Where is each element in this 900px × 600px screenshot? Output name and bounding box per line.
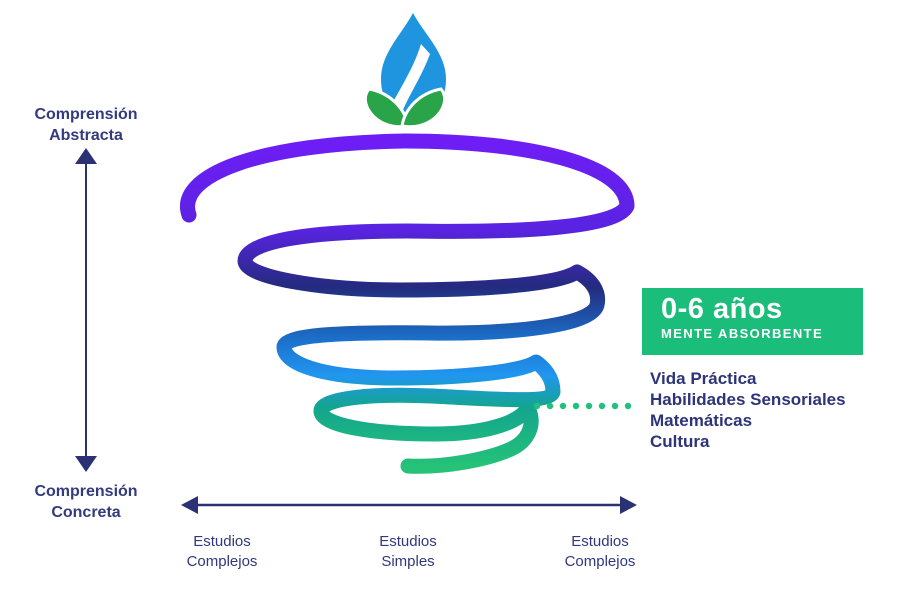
age-range-title: 0-6 años	[661, 293, 783, 325]
curriculum-area-item: Habilidades Sensoriales	[650, 390, 846, 409]
spiral-curve	[180, 133, 635, 474]
axis-label-line: Comprensión	[34, 483, 138, 500]
leaf-left-icon	[364, 87, 410, 129]
leaf-right-icon	[400, 87, 446, 129]
axis-label-line: Concreta	[51, 504, 121, 521]
curriculum-area-item: Matemáticas	[650, 411, 753, 430]
axis-label-line: Complejos	[564, 553, 636, 570]
axis-label-line: Estudios	[379, 533, 437, 550]
axis-label-line: Comprensión	[34, 106, 138, 123]
arrowhead-up-icon	[75, 148, 97, 164]
stage-card: 0-6 años MENTE ABSORBENTE	[642, 288, 863, 355]
dotted-connector-line	[533, 402, 632, 410]
curriculum-areas-list: Vida Práctica Habilidades Sensoriales Ma…	[650, 368, 846, 452]
curriculum-area-item: Cultura	[650, 432, 710, 451]
curriculum-area-item: Vida Práctica	[650, 369, 757, 388]
arrowhead-right-icon	[620, 496, 637, 514]
axis-label-line: Estudios	[571, 533, 629, 550]
arrowhead-down-icon	[75, 456, 97, 472]
axis-label-comprension-concreta: Comprensión Concreta	[6, 481, 166, 523]
vertical-axis-arrow	[75, 148, 97, 472]
axis-label-line: Abstracta	[49, 127, 123, 144]
axis-label-estudios-simples: Estudios Simples	[333, 532, 483, 572]
flame-inner-highlight	[391, 44, 430, 112]
axis-label-line: Estudios	[193, 533, 251, 550]
axis-label-estudios-complejos-right: Estudios Complejos	[525, 532, 675, 572]
horizontal-axis-arrow	[181, 496, 637, 514]
axis-label-estudios-complejos-left: Estudios Complejos	[147, 532, 297, 572]
axis-label-line: Simples	[381, 553, 435, 570]
arrowhead-left-icon	[181, 496, 198, 514]
axis-label-line: Complejos	[186, 553, 258, 570]
axis-label-comprension-abstracta: Comprensión Abstracta	[6, 104, 166, 146]
stage-subtitle: MENTE ABSORBENTE	[661, 326, 824, 341]
